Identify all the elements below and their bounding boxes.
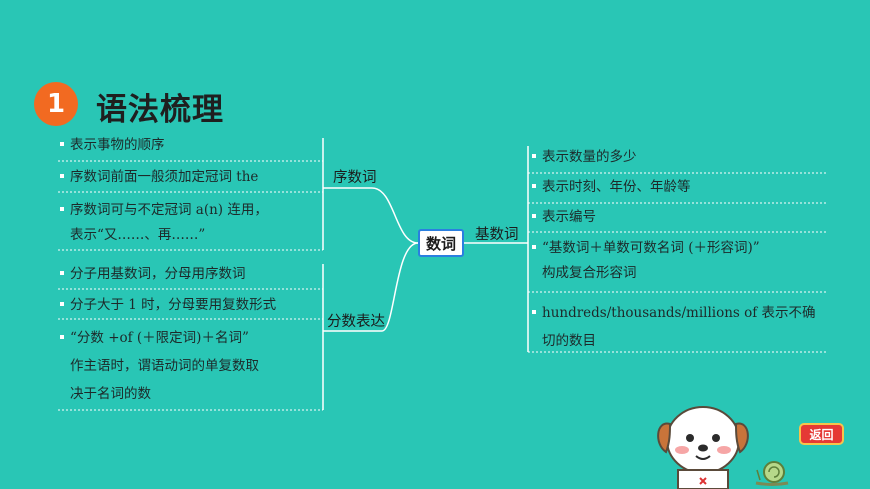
cardinal-item-5: hundreds/thousands/millions of 表示不确 切的数目 — [532, 299, 816, 355]
cardinal-label: 基数词 — [475, 227, 519, 243]
bullet-icon — [532, 309, 536, 314]
fraction-item-3: “分数 +of (＋限定词)＋名词” 作主语时，谓语动词的单复数取 决于名词的数 — [60, 324, 259, 408]
ordinal-item-1: 表示事物的顺序 — [60, 133, 165, 158]
bullet-icon — [60, 270, 64, 275]
center-node: 数词 — [418, 229, 464, 257]
return-button[interactable]: 返回 — [799, 423, 844, 445]
bullet-icon — [532, 244, 536, 249]
fraction-item-2: 分子大于 1 时，分母要用复数形式 — [60, 293, 276, 318]
bullet-icon — [532, 213, 536, 218]
snail-icon — [755, 461, 789, 486]
bullet-icon — [60, 141, 64, 146]
ordinal-item-3: 序数词可与不定冠词 a(n) 连用， 表示“又……、再……” — [60, 198, 268, 248]
ordinal-label: 序数词 — [333, 170, 377, 186]
bullet-icon — [532, 183, 536, 188]
cardinal-item-2: 表示时刻、年份、年龄等 — [532, 175, 691, 200]
ordinal-item-2: 序数词前面一般须加定冠词 the — [60, 165, 258, 190]
bullet-icon — [532, 153, 536, 158]
fraction-label: 分数表达 — [327, 314, 385, 330]
bullet-icon — [60, 206, 64, 211]
bullet-icon — [60, 173, 64, 178]
page-title: 语法梳理 — [96, 92, 224, 128]
cardinal-item-1: 表示数量的多少 — [532, 145, 637, 170]
dog-mascot-icon — [657, 406, 749, 489]
cardinal-item-4: “基数词＋单数可数名词 (＋形容词)” 构成复合形容词 — [532, 236, 760, 286]
cardinal-item-3: 表示编号 — [532, 205, 596, 230]
fraction-item-1: 分子用基数词，分母用序数词 — [60, 262, 246, 287]
bullet-icon — [60, 301, 64, 306]
bullet-icon — [60, 334, 64, 339]
section-number-badge: 1 — [34, 82, 78, 126]
